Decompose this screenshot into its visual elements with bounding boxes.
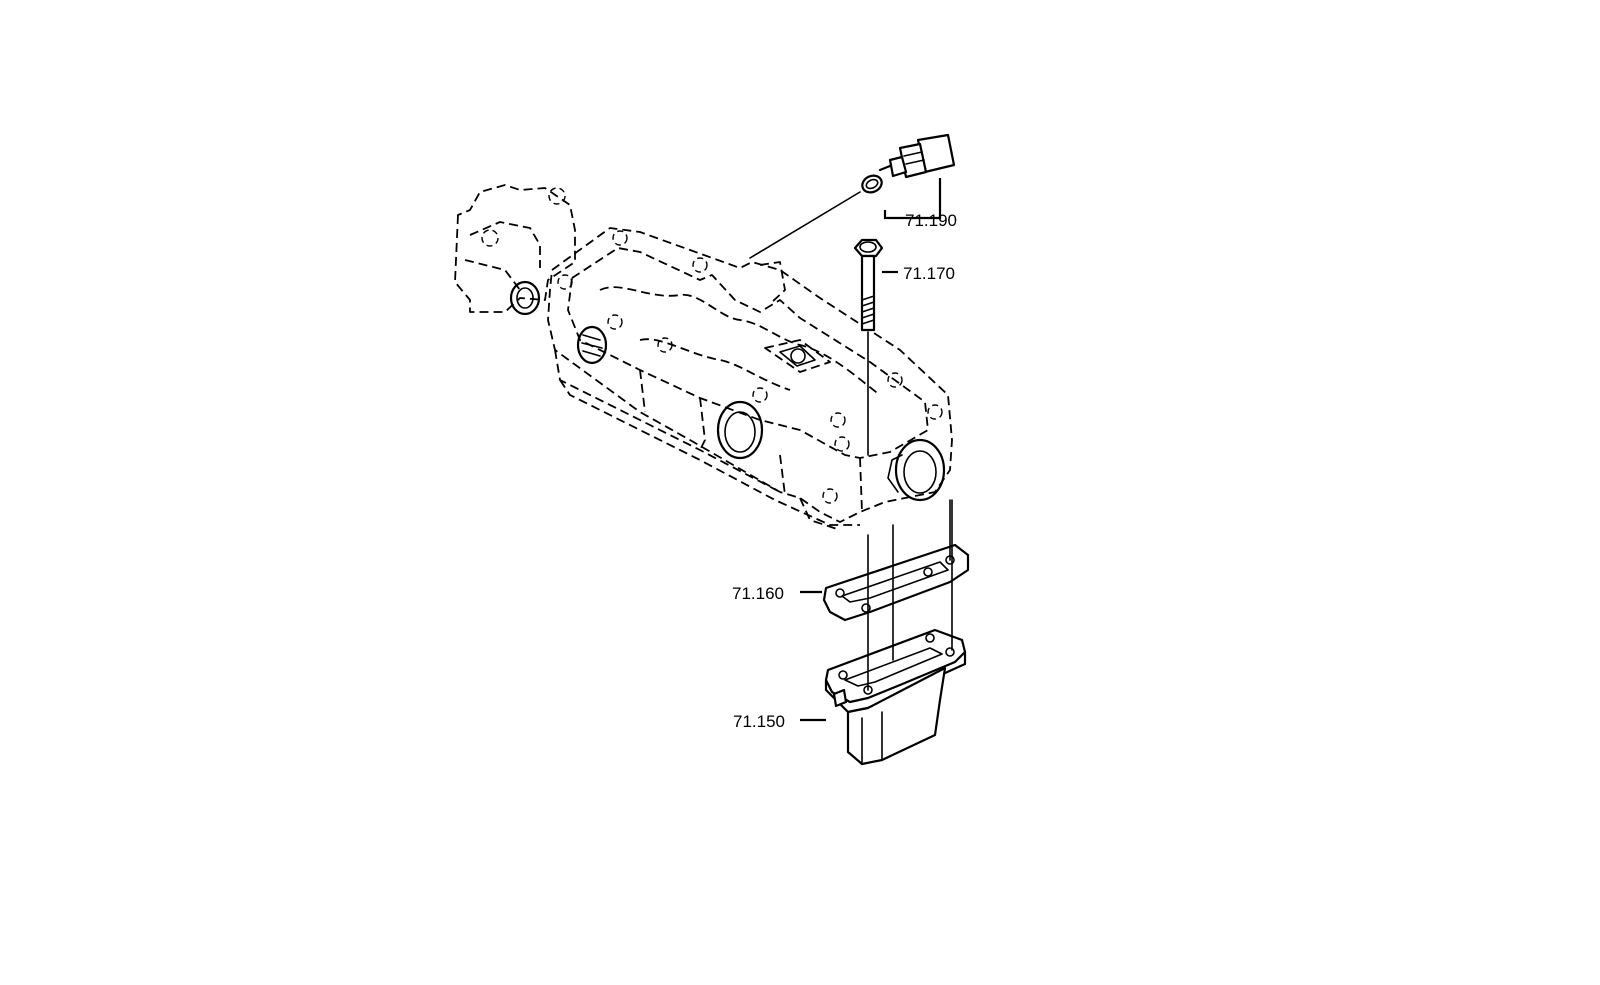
assembly-axis-lines — [867, 499, 953, 691]
transmission-housing-outline — [454, 184, 953, 531]
callout-71-160: 71.160 — [732, 584, 784, 603]
part-71-150-cover: 71.150 — [733, 628, 967, 766]
callout-71-190: 71.190 — [905, 211, 957, 230]
part-71-160-gasket: 71.160 — [732, 543, 970, 622]
part-71-170-bolt: 71.170 — [853, 238, 955, 456]
callout-71-150: 71.150 — [733, 712, 785, 731]
callout-71-170: 71.170 — [903, 264, 955, 283]
part-71-190-sensor-assembly: 71.190 — [749, 133, 957, 259]
